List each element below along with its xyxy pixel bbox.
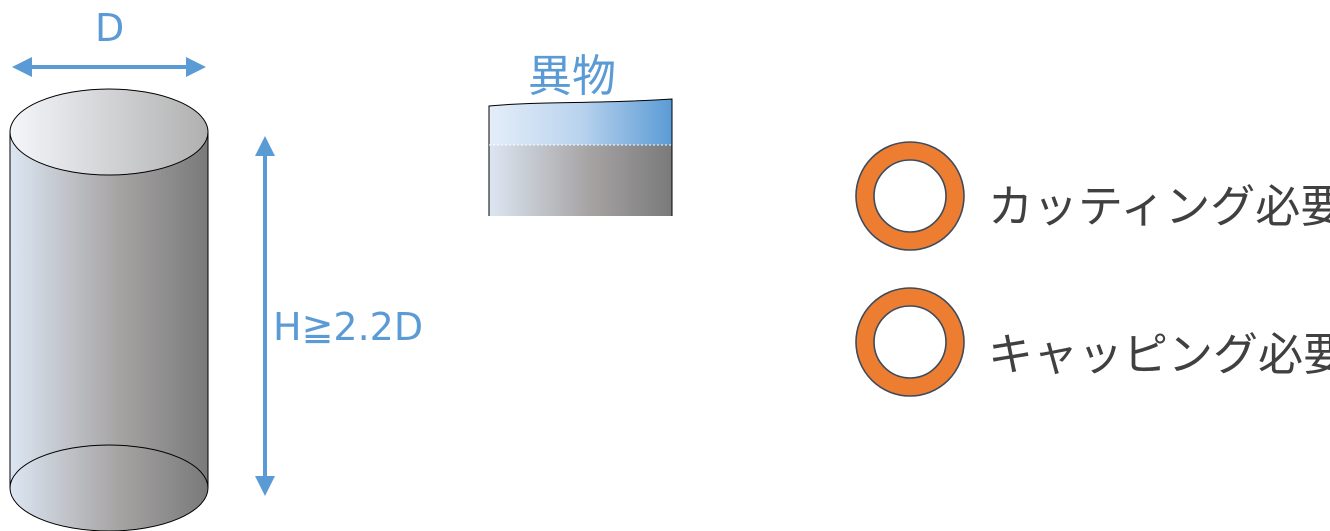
height-condition-label: H≧2.2D	[273, 305, 424, 349]
diameter-label: D	[95, 6, 125, 50]
foreign-matter-layer	[489, 99, 672, 145]
circle-ring-icon	[855, 141, 965, 251]
circle-ring-icon	[855, 287, 965, 397]
cylinder-top-face	[9, 88, 209, 176]
sample-body	[489, 145, 672, 216]
cylinder	[9, 88, 209, 531]
sample-with-foreign-matter	[488, 98, 673, 216]
cylinder-bottom-hidden-edge	[9, 444, 209, 489]
cutting-required-label: カッティング必要	[988, 180, 1330, 233]
foreign-matter-label: 異物	[528, 51, 616, 102]
capping-required-label: キャッピング必要	[988, 328, 1330, 381]
